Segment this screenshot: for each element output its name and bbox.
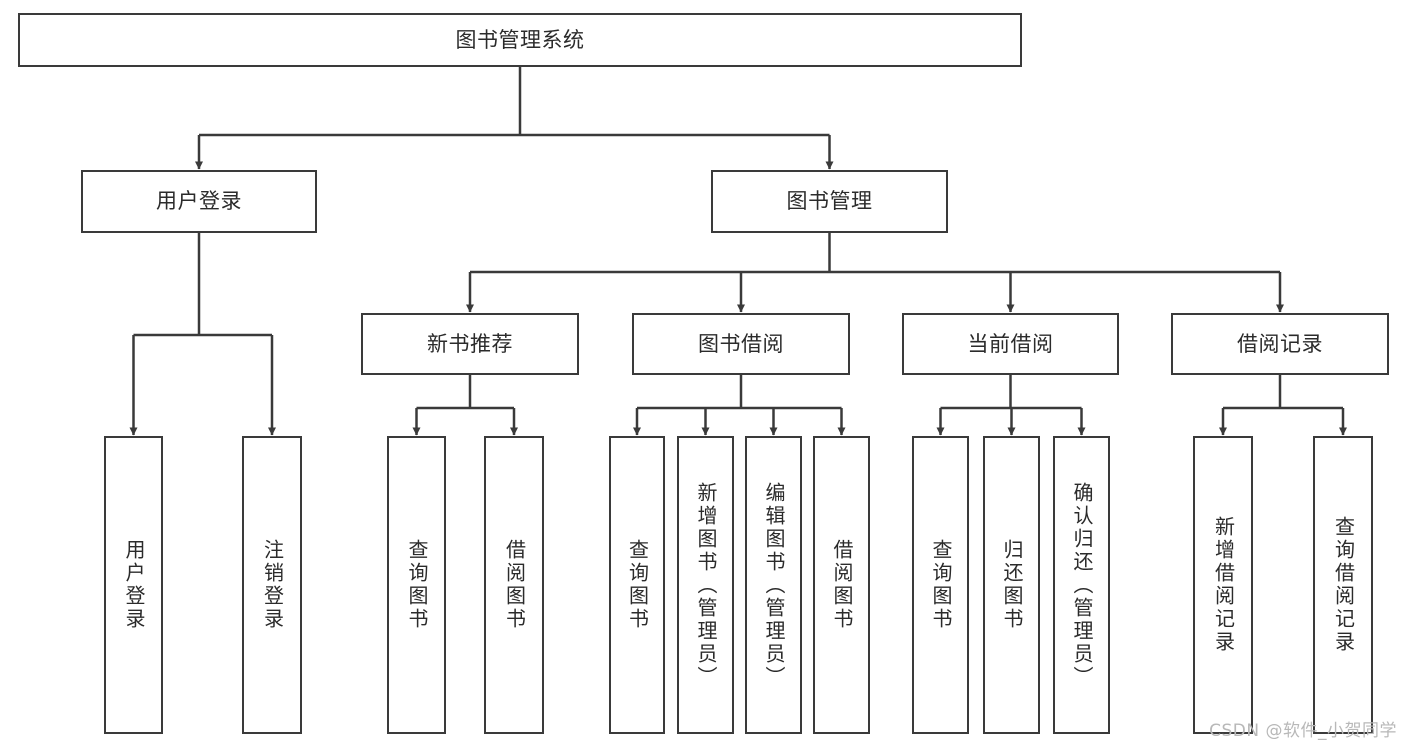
node-leaf-query-book-1[interactable]: 查询图书 [387,436,446,734]
node-label: 当前借阅 [967,331,1054,356]
node-leaf-add-book[interactable]: 新增图书（管理员） [677,436,734,734]
watermark-text: CSDN @软件_小贺同学 [1209,721,1397,741]
node-label: 用户登录 [122,539,146,631]
node-leaf-query-book-3[interactable]: 查询图书 [912,436,969,734]
node-label: 借阅图书 [502,539,527,631]
node-label: 图书管理 [786,189,873,214]
node-leaf-query-book-2[interactable]: 查询图书 [609,436,665,734]
node-user-login[interactable]: 用户登录 [81,170,317,233]
node-label: 编辑图书（管理员） [762,481,786,689]
node-label: 新增图书（管理员） [694,481,718,689]
node-label: 新书推荐 [427,331,513,356]
node-leaf-query-record[interactable]: 查询借阅记录 [1313,436,1373,734]
node-label: 归还图书 [1000,539,1024,631]
node-leaf-borrow-book-1[interactable]: 借阅图书 [484,436,544,734]
node-label: 查询图书 [405,539,429,631]
node-label: 查询图书 [929,539,953,631]
connector-group [129,67,1347,436]
node-label: 用户登录 [156,189,242,214]
node-new-book-rec[interactable]: 新书推荐 [361,313,579,375]
node-leaf-return-book[interactable]: 归还图书 [983,436,1040,734]
node-book-borrow[interactable]: 图书借阅 [632,313,850,375]
node-leaf-user-login[interactable]: 用户登录 [104,436,163,734]
node-label: 查询图书 [625,539,650,631]
node-leaf-user-logout[interactable]: 注销登录 [242,436,302,734]
node-borrow-record[interactable]: 借阅记录 [1171,313,1389,375]
node-label: 确认归还（管理员） [1070,481,1094,689]
node-label: 图书借阅 [698,331,784,356]
node-root[interactable]: 图书管理系统 [18,13,1022,67]
node-leaf-add-record[interactable]: 新增借阅记录 [1193,436,1253,734]
node-leaf-edit-book[interactable]: 编辑图书（管理员） [745,436,802,734]
node-label: 注销登录 [260,539,285,631]
node-book-manage[interactable]: 图书管理 [711,170,948,233]
node-label: 图书管理系统 [455,27,585,52]
node-leaf-confirm-return[interactable]: 确认归还（管理员） [1053,436,1110,734]
node-label: 新增借阅记录 [1211,516,1236,654]
node-label: 查询借阅记录 [1331,516,1356,654]
node-leaf-borrow-book-2[interactable]: 借阅图书 [813,436,870,734]
node-label: 借阅记录 [1237,331,1323,356]
node-current-borrow[interactable]: 当前借阅 [902,313,1119,375]
node-label: 借阅图书 [830,539,854,631]
